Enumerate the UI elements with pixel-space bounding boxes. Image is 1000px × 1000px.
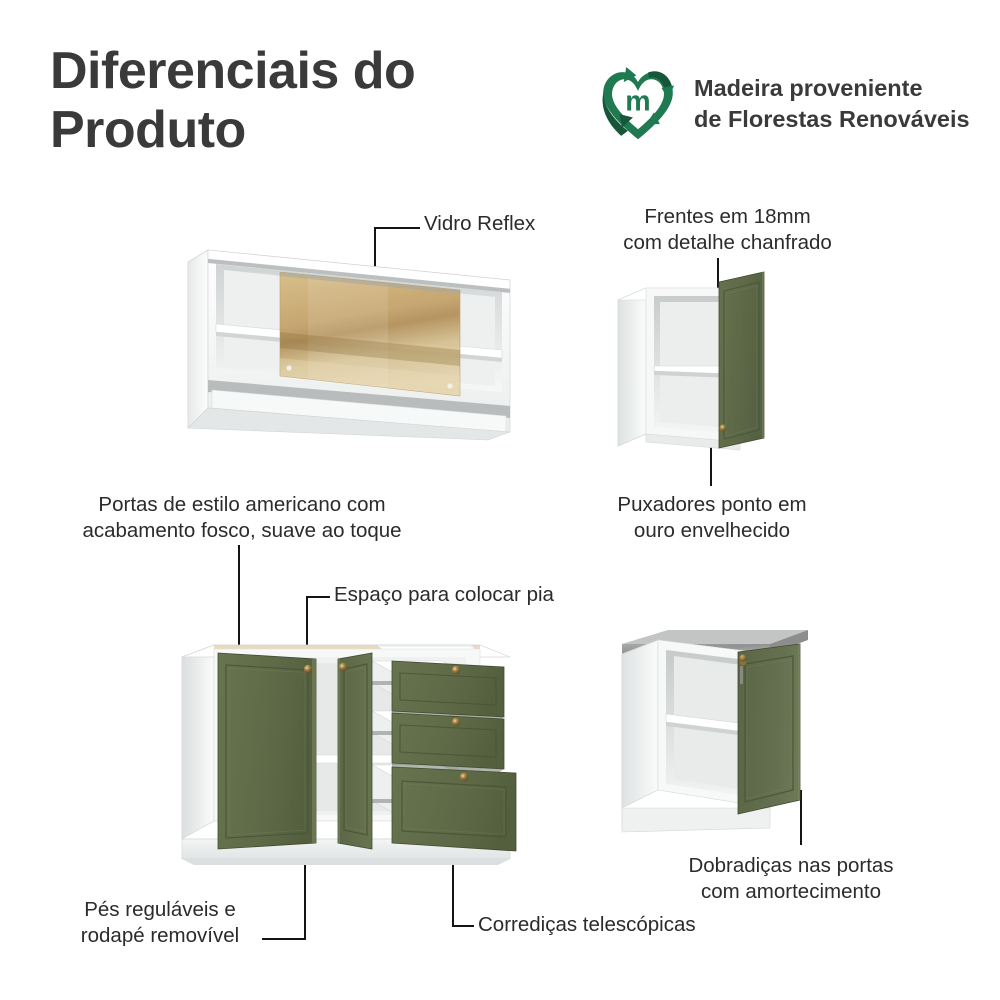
brass-knob-icon — [338, 662, 348, 672]
brass-knob-icon — [459, 772, 469, 782]
callout-portas-americano: Portas de estilo americano com acabament… — [82, 493, 402, 543]
leader-pes-reguláveis-horizontal — [262, 938, 306, 940]
green-drawer-front-2 — [391, 712, 505, 770]
brass-knob-icon — [303, 664, 313, 674]
leader-frentes-18mm — [717, 258, 719, 296]
leader-vidro-reflex-vertical — [374, 227, 376, 285]
leader-puxadores-ouro — [710, 432, 712, 486]
leader-dobradicas — [800, 790, 802, 845]
brass-knob-icon — [739, 654, 747, 662]
sustainable-wood-logo-block: m Madeira proveniente de Florestas Renov… — [596, 58, 986, 150]
callout-frentes-18mm: Frentes em 18mm com detalhe chanfrado — [623, 205, 832, 255]
removable-plinth — [621, 807, 771, 833]
leader-portas-americano — [238, 545, 240, 683]
upper-glass-cabinet — [187, 240, 518, 441]
stone-countertop — [622, 630, 808, 644]
brass-knob-icon — [719, 424, 727, 432]
leader-espaco-pia-vertical — [306, 596, 308, 650]
green-door-left — [217, 652, 317, 850]
leader-vidro-reflex-horizontal — [374, 227, 420, 229]
green-drawer-front-1 — [391, 660, 505, 718]
leader-pes-reguláveis-vertical — [304, 862, 306, 940]
logo-caption: Madeira proveniente de Florestas Renováv… — [694, 75, 970, 132]
callout-puxadores-ouro: Puxadores ponto em ouro envelhecido — [617, 493, 807, 543]
base-cabinet-drawers — [180, 625, 580, 865]
base-small-cabinet — [610, 622, 840, 844]
green-drawer-front-3 — [391, 766, 517, 852]
upper-green-cabinet — [612, 270, 837, 455]
callout-corredicas-telescopicas: Corrediças telescópicas — [478, 913, 696, 936]
callout-vidro-reflex: Vidro Reflex — [424, 212, 536, 235]
page-title: Diferenciais do Produto — [50, 42, 416, 160]
leader-corredicas-horizontal — [452, 925, 474, 927]
svg-text:m: m — [625, 86, 650, 118]
leader-espaco-pia-horizontal — [306, 596, 330, 598]
brass-knob-icon — [451, 717, 461, 727]
callout-dobradicas-amortecimento: Dobradiças nas portas com amortecimento — [688, 854, 894, 904]
brass-knob-icon — [451, 665, 461, 675]
madeira-renovavel-recycle-heart-logo: m — [596, 62, 680, 146]
callout-pes-reguláveis: Pés reguláveis e rodapé removível — [80, 898, 240, 948]
callout-espaco-pia: Espaço para colocar pia — [334, 583, 554, 606]
